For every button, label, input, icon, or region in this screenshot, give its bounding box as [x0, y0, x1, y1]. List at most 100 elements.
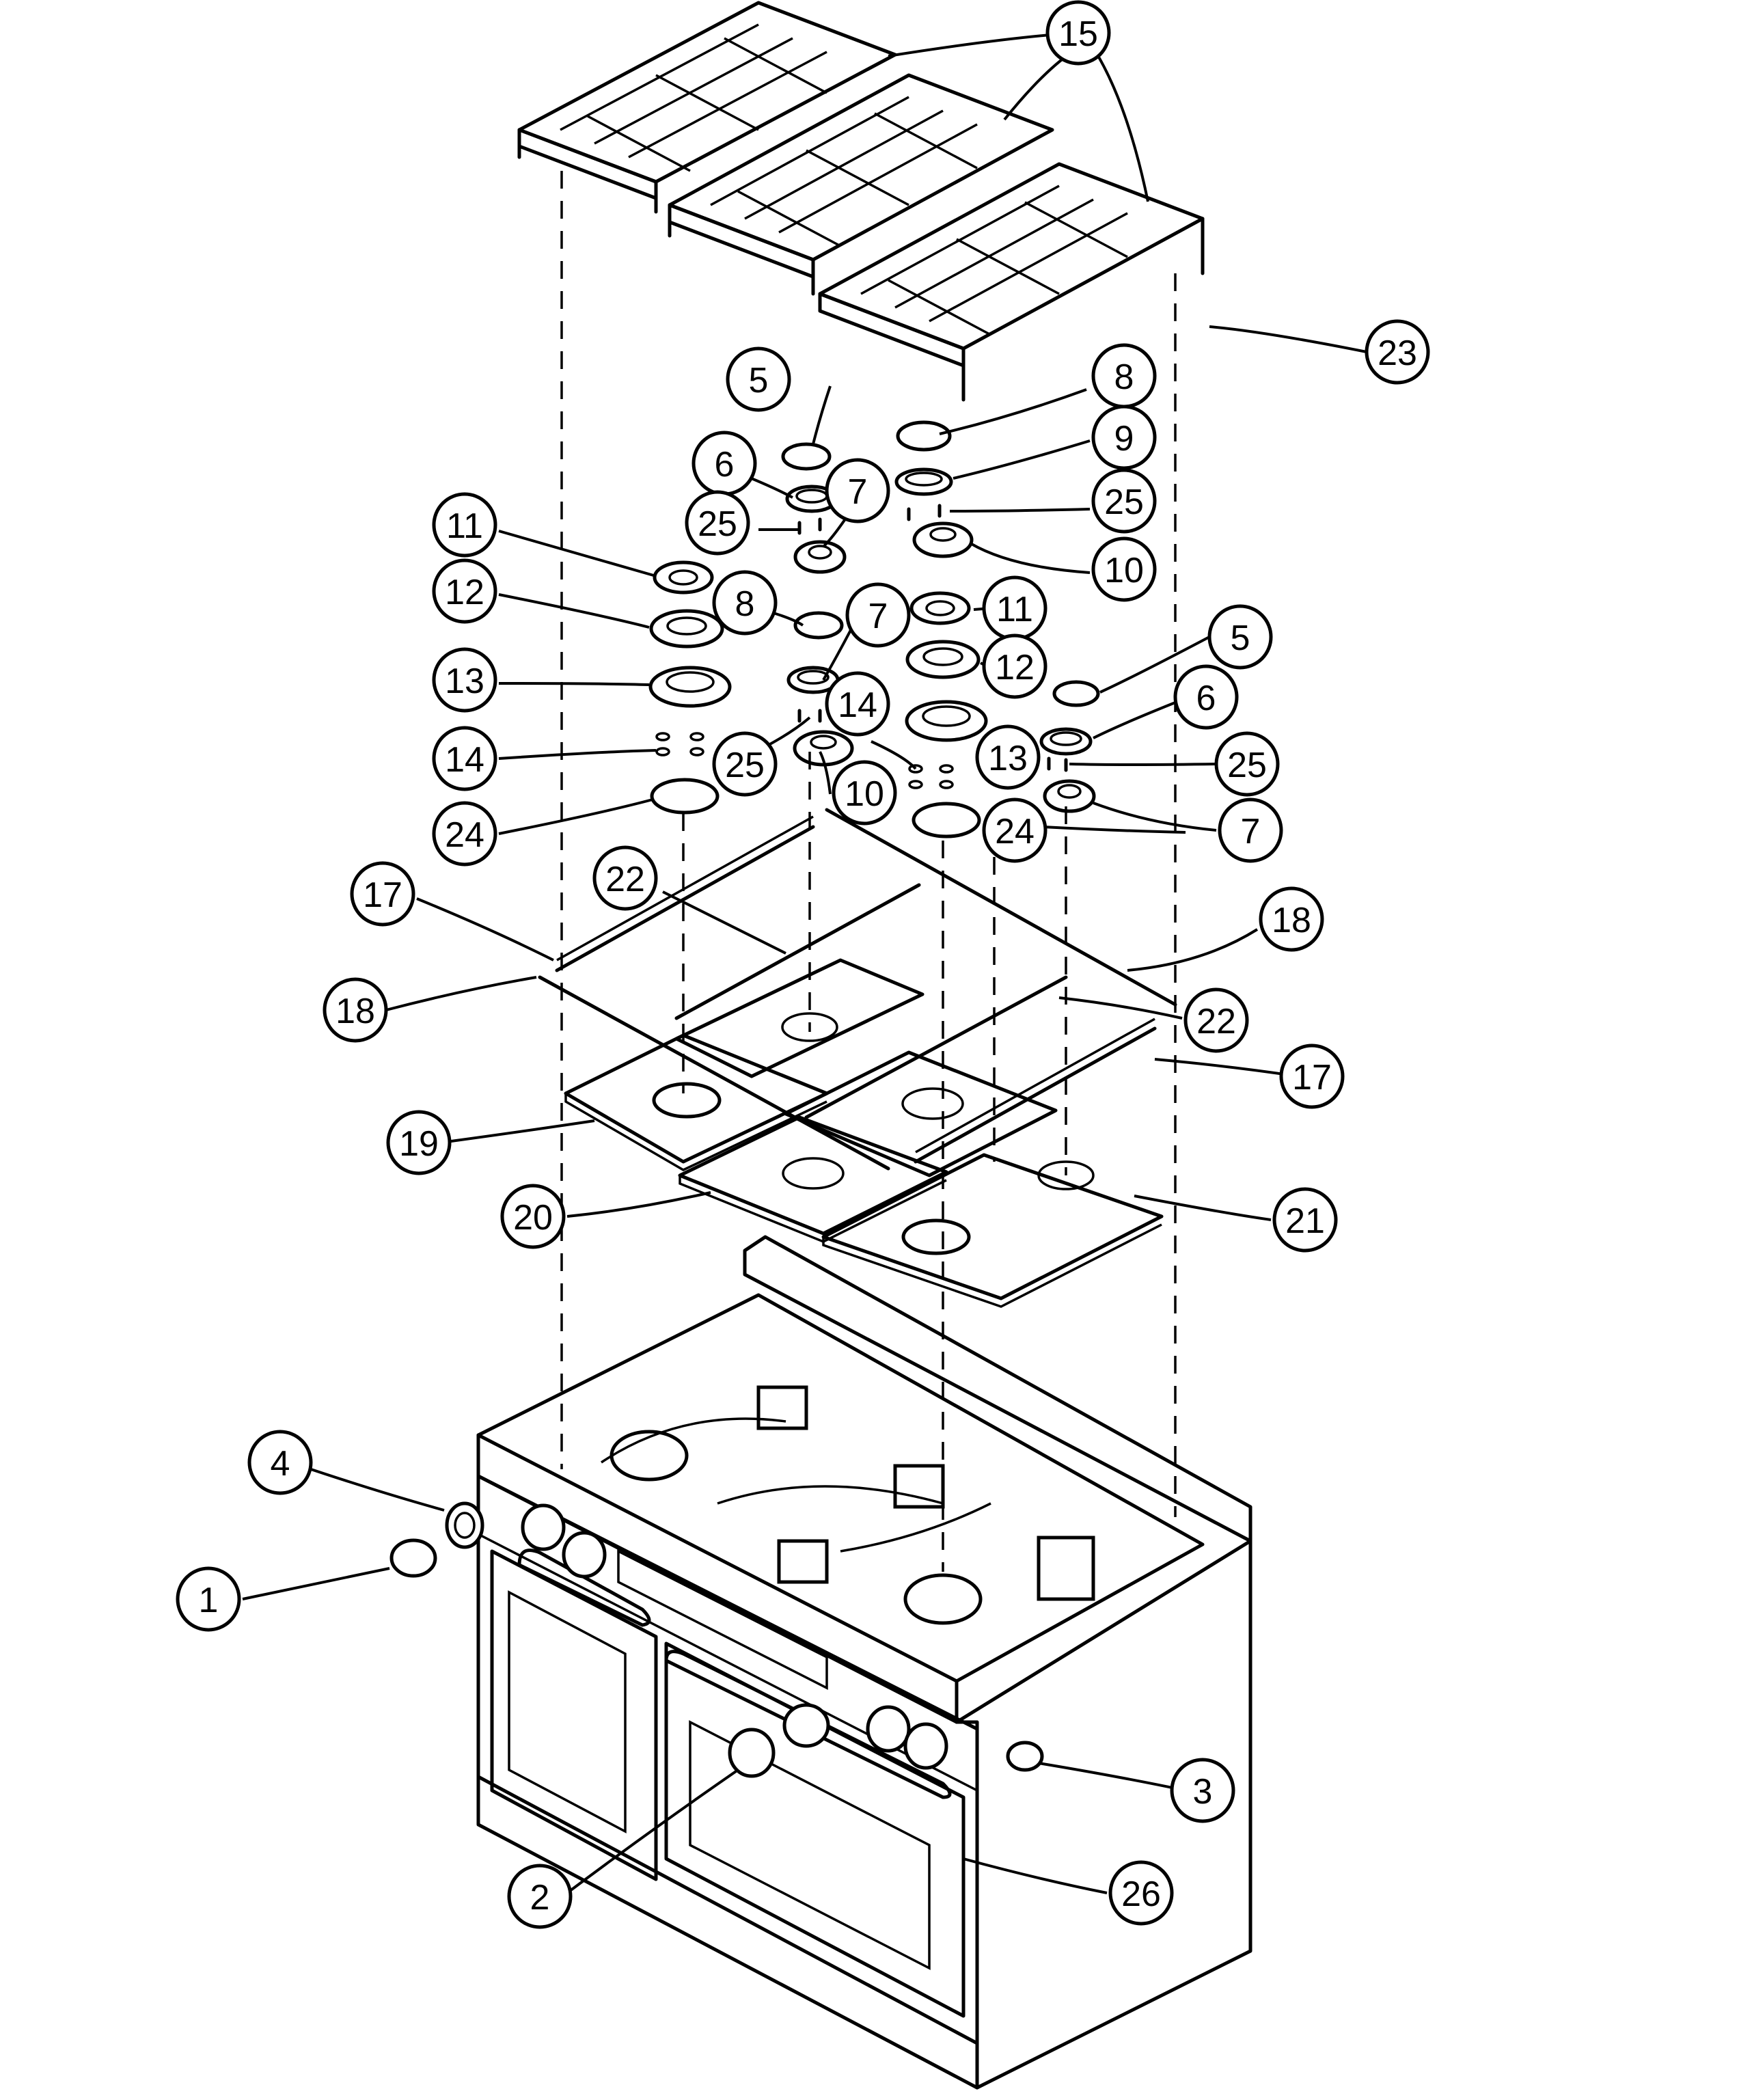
burner-cap-right — [1052, 680, 1100, 707]
backguard — [743, 1235, 1252, 1543]
trim-strip-18-left — [538, 975, 890, 1171]
callout-24: 24 — [432, 801, 497, 867]
callout-number: 12 — [445, 573, 484, 612]
callout-circle — [176, 1566, 241, 1632]
callout-number: 15 — [1058, 14, 1098, 54]
end-cap — [1006, 1741, 1044, 1772]
callout-circle — [1218, 797, 1283, 863]
callout-circle — [1173, 664, 1239, 730]
right-door-handle — [664, 1650, 952, 1799]
callout-circle — [247, 1430, 313, 1495]
callout-circle — [982, 633, 1047, 699]
callout-circle — [685, 490, 750, 556]
callout-number: 18 — [1272, 901, 1311, 940]
callout-11: 11 — [432, 492, 497, 558]
callout-number: 25 — [1227, 746, 1267, 785]
range-side-panel — [955, 1539, 1252, 2090]
control-knob — [389, 1538, 437, 1578]
callout-25: 25 — [1091, 468, 1157, 534]
callout-circle — [592, 845, 658, 911]
callout-6: 6 — [1173, 664, 1239, 730]
callout-circle — [432, 492, 497, 558]
callout-circle — [432, 647, 497, 713]
callout-12: 12 — [982, 633, 1047, 699]
oven-knob — [728, 1728, 776, 1778]
callout-13: 13 — [432, 647, 497, 713]
leader-lines — [242, 31, 1367, 1894]
callout-circle — [1365, 319, 1430, 385]
callout-number: 23 — [1378, 333, 1417, 373]
grate-right — [818, 162, 1205, 402]
callout-number: 25 — [1104, 482, 1144, 522]
orings-left — [655, 732, 704, 756]
callout-circle — [1091, 536, 1157, 602]
callout-number: 8 — [735, 584, 755, 624]
range-body — [476, 1235, 1252, 2090]
large-burner-head-left — [649, 609, 724, 649]
trim-strip-22-left — [674, 883, 921, 1020]
left-door-handle — [517, 1549, 651, 1627]
left-oven-door — [490, 1549, 658, 1881]
callout-number: 1 — [199, 1581, 219, 1620]
callout-circle — [825, 671, 890, 737]
callout-25: 25 — [685, 490, 750, 556]
trim-strip-17-left — [555, 825, 815, 972]
callout-2: 2 — [507, 1864, 573, 1929]
callout-number: 22 — [605, 860, 645, 899]
grates — [517, 1, 1205, 402]
callout-24: 24 — [982, 797, 1047, 863]
callout-number: 14 — [838, 685, 877, 725]
callout-number: 13 — [988, 739, 1028, 778]
callout-number: 12 — [995, 648, 1035, 687]
callout-number: 6 — [715, 445, 735, 485]
burner-base-small — [793, 540, 847, 574]
callout-circle — [507, 1864, 573, 1929]
burner-pan-center — [784, 1050, 1058, 1177]
panel-knobs — [521, 1503, 948, 1770]
callout-number: 2 — [530, 1878, 550, 1918]
callout-18: 18 — [1259, 886, 1324, 952]
callout-number: 24 — [445, 815, 484, 855]
callout-circle — [1279, 1044, 1345, 1109]
callout-number: 6 — [1196, 679, 1216, 718]
callout-15: 15 — [1045, 0, 1111, 66]
simmer-ring-left — [653, 560, 714, 595]
callout-number: 20 — [513, 1198, 553, 1238]
trim-strip-22-right — [804, 975, 1068, 1119]
callout-circle — [845, 582, 911, 648]
callout-circle — [1091, 405, 1157, 470]
callout-circle — [500, 1184, 566, 1249]
callout-circle — [1108, 1860, 1174, 1926]
callout-number: 9 — [1114, 419, 1134, 459]
callout-26: 26 — [1108, 1860, 1174, 1926]
callout-8: 8 — [712, 570, 778, 636]
callout-number: 3 — [1193, 1772, 1213, 1812]
burner-cap-medium — [896, 420, 952, 452]
callout-13: 13 — [975, 724, 1041, 790]
burner-pan-19 — [564, 1033, 829, 1171]
callout-circle — [386, 1110, 452, 1175]
callout-circle — [432, 801, 497, 867]
callout-number: 5 — [749, 361, 769, 400]
knob-bezel — [445, 1501, 484, 1549]
trim-strips — [538, 808, 1177, 1171]
burner-cap-center — [793, 611, 844, 640]
callout-circle — [825, 458, 890, 523]
callout-circle — [712, 570, 778, 636]
callout-number: 7 — [1241, 812, 1261, 851]
callout-19: 19 — [386, 1110, 452, 1175]
callout-circle — [982, 797, 1047, 863]
callout-number: 10 — [845, 774, 884, 814]
callout-circle — [712, 731, 778, 797]
callout-number: 7 — [868, 597, 888, 636]
callout-circle — [323, 977, 388, 1043]
callout-14: 14 — [825, 671, 890, 737]
callout-number: 4 — [271, 1444, 290, 1484]
callout-number: 26 — [1121, 1874, 1161, 1914]
callout-number: 22 — [1196, 1002, 1236, 1041]
burner-gasket-left — [650, 778, 720, 815]
callout-number: 10 — [1104, 551, 1144, 590]
grate-center — [668, 73, 1054, 296]
callout-6: 6 — [692, 431, 757, 496]
